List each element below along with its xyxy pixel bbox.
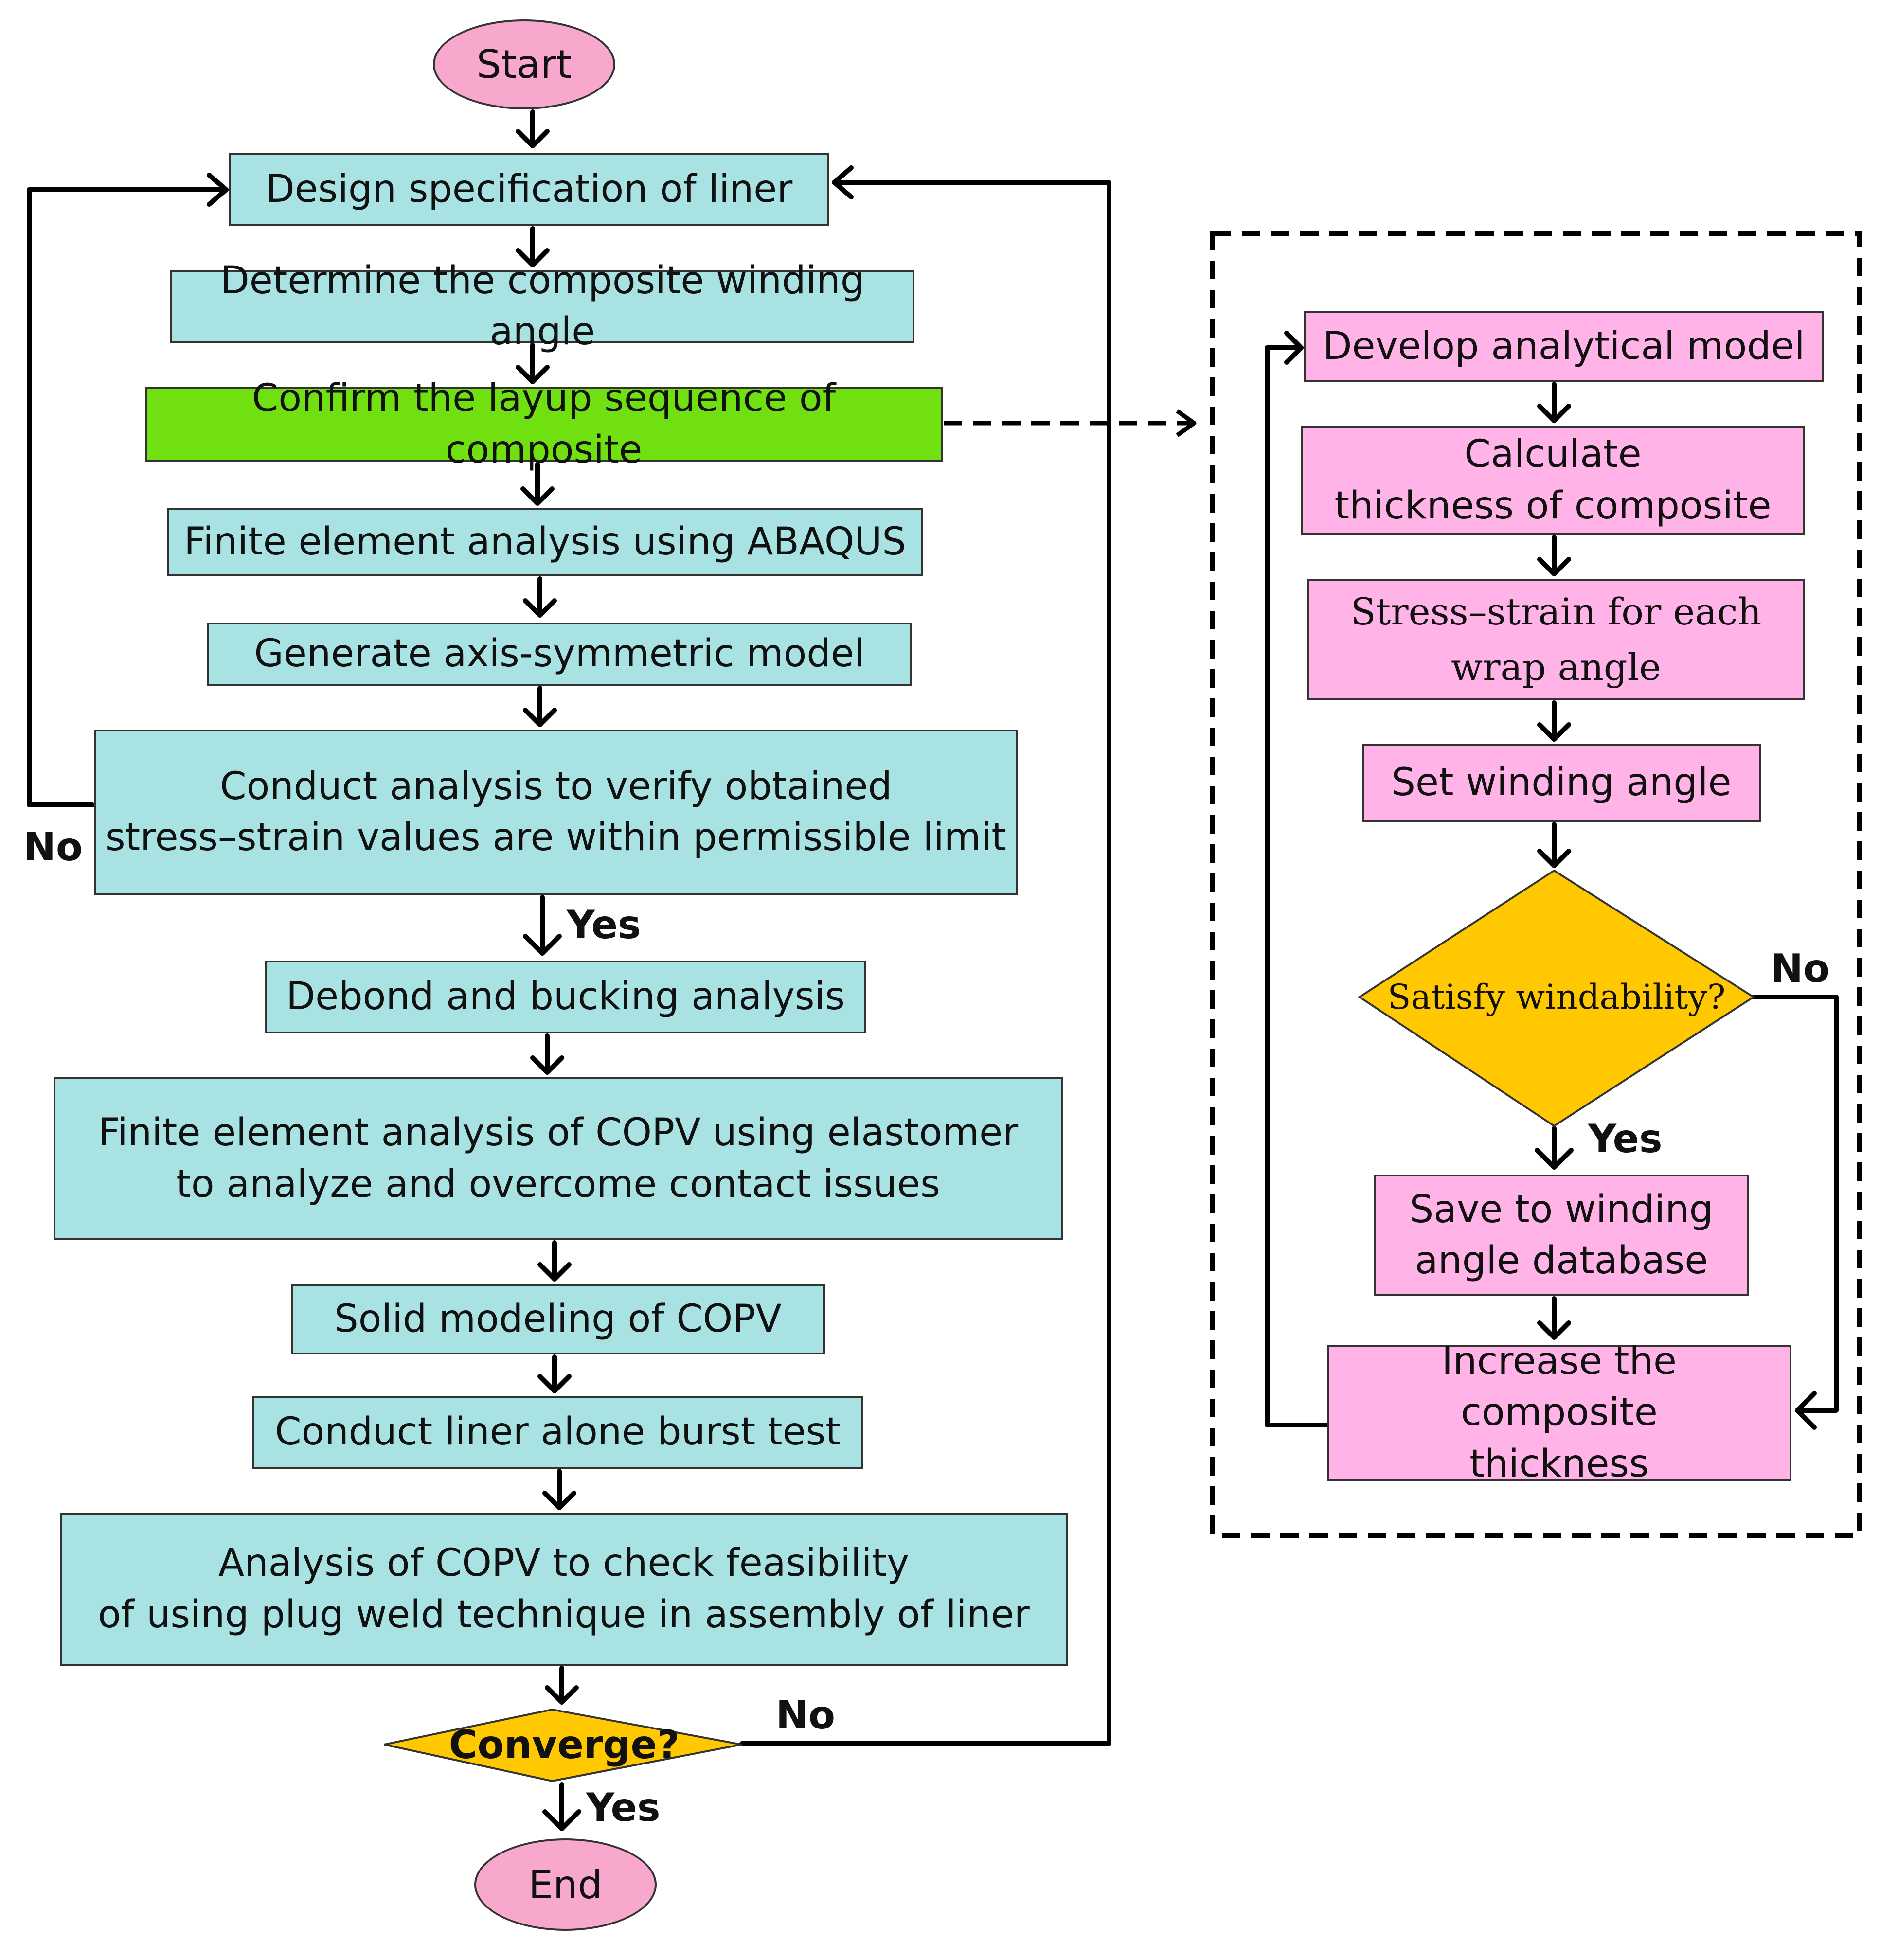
arrow-verify-to-debond	[523, 895, 562, 956]
arrow-design-to-winding	[516, 226, 550, 267]
burst-step: Conduct liner alone burst test	[252, 1396, 863, 1469]
increase-thickness-label-line-2: thickness	[1469, 1442, 1649, 1486]
converge-label-box: Converge?	[413, 1722, 715, 1768]
winding-angle-label: Determine the composite winding angle	[220, 258, 865, 354]
converge-label: Converge?	[448, 1722, 680, 1767]
windability-diamond	[1358, 869, 1755, 1127]
verify-step: Conduct analysis to verify obtained stre…	[94, 730, 1018, 895]
fea-copv-step: Finite element analysis of COPV using el…	[54, 1077, 1063, 1240]
arrow-windability-to-save	[1535, 1126, 1574, 1170]
verify-yes-label: Yes	[567, 902, 641, 947]
arrow-no-loop-left	[27, 173, 229, 807]
end-terminal: End	[474, 1838, 657, 1931]
arrow-start-to-design	[516, 109, 550, 148]
arrow-stress-to-set	[1537, 700, 1571, 742]
arrow-winding-to-layup	[516, 343, 550, 384]
burst-label: Conduct liner alone burst test	[275, 1410, 841, 1454]
plug-weld-step: Analysis of COPV to check feasibility of…	[60, 1513, 1068, 1666]
arrow-increase-loop	[1265, 331, 1328, 1427]
design-spec-step: Design specification of liner	[229, 153, 829, 226]
axis-model-step: Generate axis-symmetric model	[207, 623, 912, 686]
windability-label: Satisfy windability?	[1387, 977, 1726, 1017]
plug-weld-label-line-2: of using plug weld technique in assembly…	[98, 1592, 1030, 1637]
converge-no-label: No	[776, 1693, 835, 1738]
stress-strain-step: Stress–strain for each wrap angle	[1307, 579, 1805, 700]
end-label: End	[528, 1862, 603, 1907]
verify-no-label: No	[23, 824, 83, 870]
arrow-no-loop-right	[739, 165, 1111, 1746]
save-database-label-line-1: Save to winding	[1409, 1187, 1714, 1231]
verify-label-line-1: Conduct analysis to verify obtained	[220, 764, 892, 808]
axis-model-label: Generate axis-symmetric model	[254, 632, 865, 676]
subflow-dashed-frame	[1210, 231, 1862, 1538]
fea-copv-label-line-1: Finite element analysis of COPV using el…	[98, 1111, 1019, 1155]
save-database-step: Save to winding angle database	[1374, 1175, 1749, 1296]
plug-weld-label-line-1: Analysis of COPV to check feasibility	[218, 1541, 910, 1586]
arrow-windability-no	[1751, 995, 1839, 1430]
design-spec-label: Design specification of liner	[265, 167, 793, 212]
dashed-arrow-layup-to-subflow	[944, 409, 1197, 437]
arrow-save-to-increase	[1537, 1296, 1571, 1340]
arrow-burst-to-plugweld	[542, 1469, 576, 1510]
arrow-set-to-windability	[1537, 822, 1571, 868]
converge-yes-label: Yes	[586, 1785, 661, 1830]
arrow-feacopv-to-solid	[537, 1240, 572, 1282]
arrow-converge-to-end	[542, 1782, 581, 1831]
windability-label-box: Satisfy windability?	[1381, 973, 1732, 1021]
arrow-layup-to-fea	[520, 462, 555, 506]
layup-step: Confirm the layup sequence of composite	[145, 376, 943, 472]
solid-model-label: Solid modeling of COPV	[334, 1297, 782, 1341]
fea-label: Finite element analysis using ABAQUS	[184, 520, 906, 564]
arrow-plugweld-to-converge	[545, 1666, 579, 1705]
fea-copv-label-line-2: to analyze and overcome contact issues	[176, 1162, 940, 1206]
calc-thickness-step: Calculate thickness of composite	[1301, 426, 1805, 535]
arrow-develop-to-calc	[1537, 382, 1571, 423]
converge-diamond	[384, 1708, 742, 1782]
debond-step: Debond and bucking analysis	[265, 961, 866, 1033]
increase-thickness-step: Increase the composite thickness	[1327, 1339, 1791, 1486]
solid-model-step: Solid modeling of COPV	[291, 1284, 825, 1354]
layup-label: Confirm the layup sequence of composite	[251, 376, 836, 472]
fea-step: Finite element analysis using ABAQUS	[167, 508, 923, 576]
increase-thickness-label-line-1: Increase the composite	[1442, 1339, 1677, 1435]
windability-no-label: No	[1771, 946, 1830, 991]
arrow-fea-to-axis	[523, 576, 557, 618]
start-label: Start	[476, 42, 572, 87]
winding-angle-step: Determine the composite winding angle	[170, 259, 914, 354]
stress-strain-label: Stress–strain for each wrap angle	[1350, 590, 1762, 689]
arrow-axis-to-verify	[523, 686, 557, 727]
arrow-solid-to-burst	[537, 1354, 572, 1393]
arrow-calc-to-stress	[1537, 535, 1571, 576]
calc-thickness-label-line-1: Calculate	[1464, 432, 1642, 477]
debond-label: Debond and bucking analysis	[286, 975, 845, 1019]
save-database-label-line-2: angle database	[1415, 1239, 1708, 1283]
develop-model-step: Develop analytical model	[1304, 311, 1824, 382]
arrow-debond-to-feacopv	[530, 1033, 564, 1075]
set-angle-label: Set winding angle	[1391, 761, 1732, 805]
verify-label-line-2: stress–strain values are within permissi…	[106, 816, 1006, 859]
calc-thickness-label-line-2: thickness of composite	[1334, 483, 1772, 528]
windability-yes-label: Yes	[1588, 1116, 1663, 1161]
develop-model-label: Develop analytical model	[1323, 324, 1805, 368]
start-terminal: Start	[433, 19, 615, 109]
set-angle-step: Set winding angle	[1362, 744, 1761, 822]
